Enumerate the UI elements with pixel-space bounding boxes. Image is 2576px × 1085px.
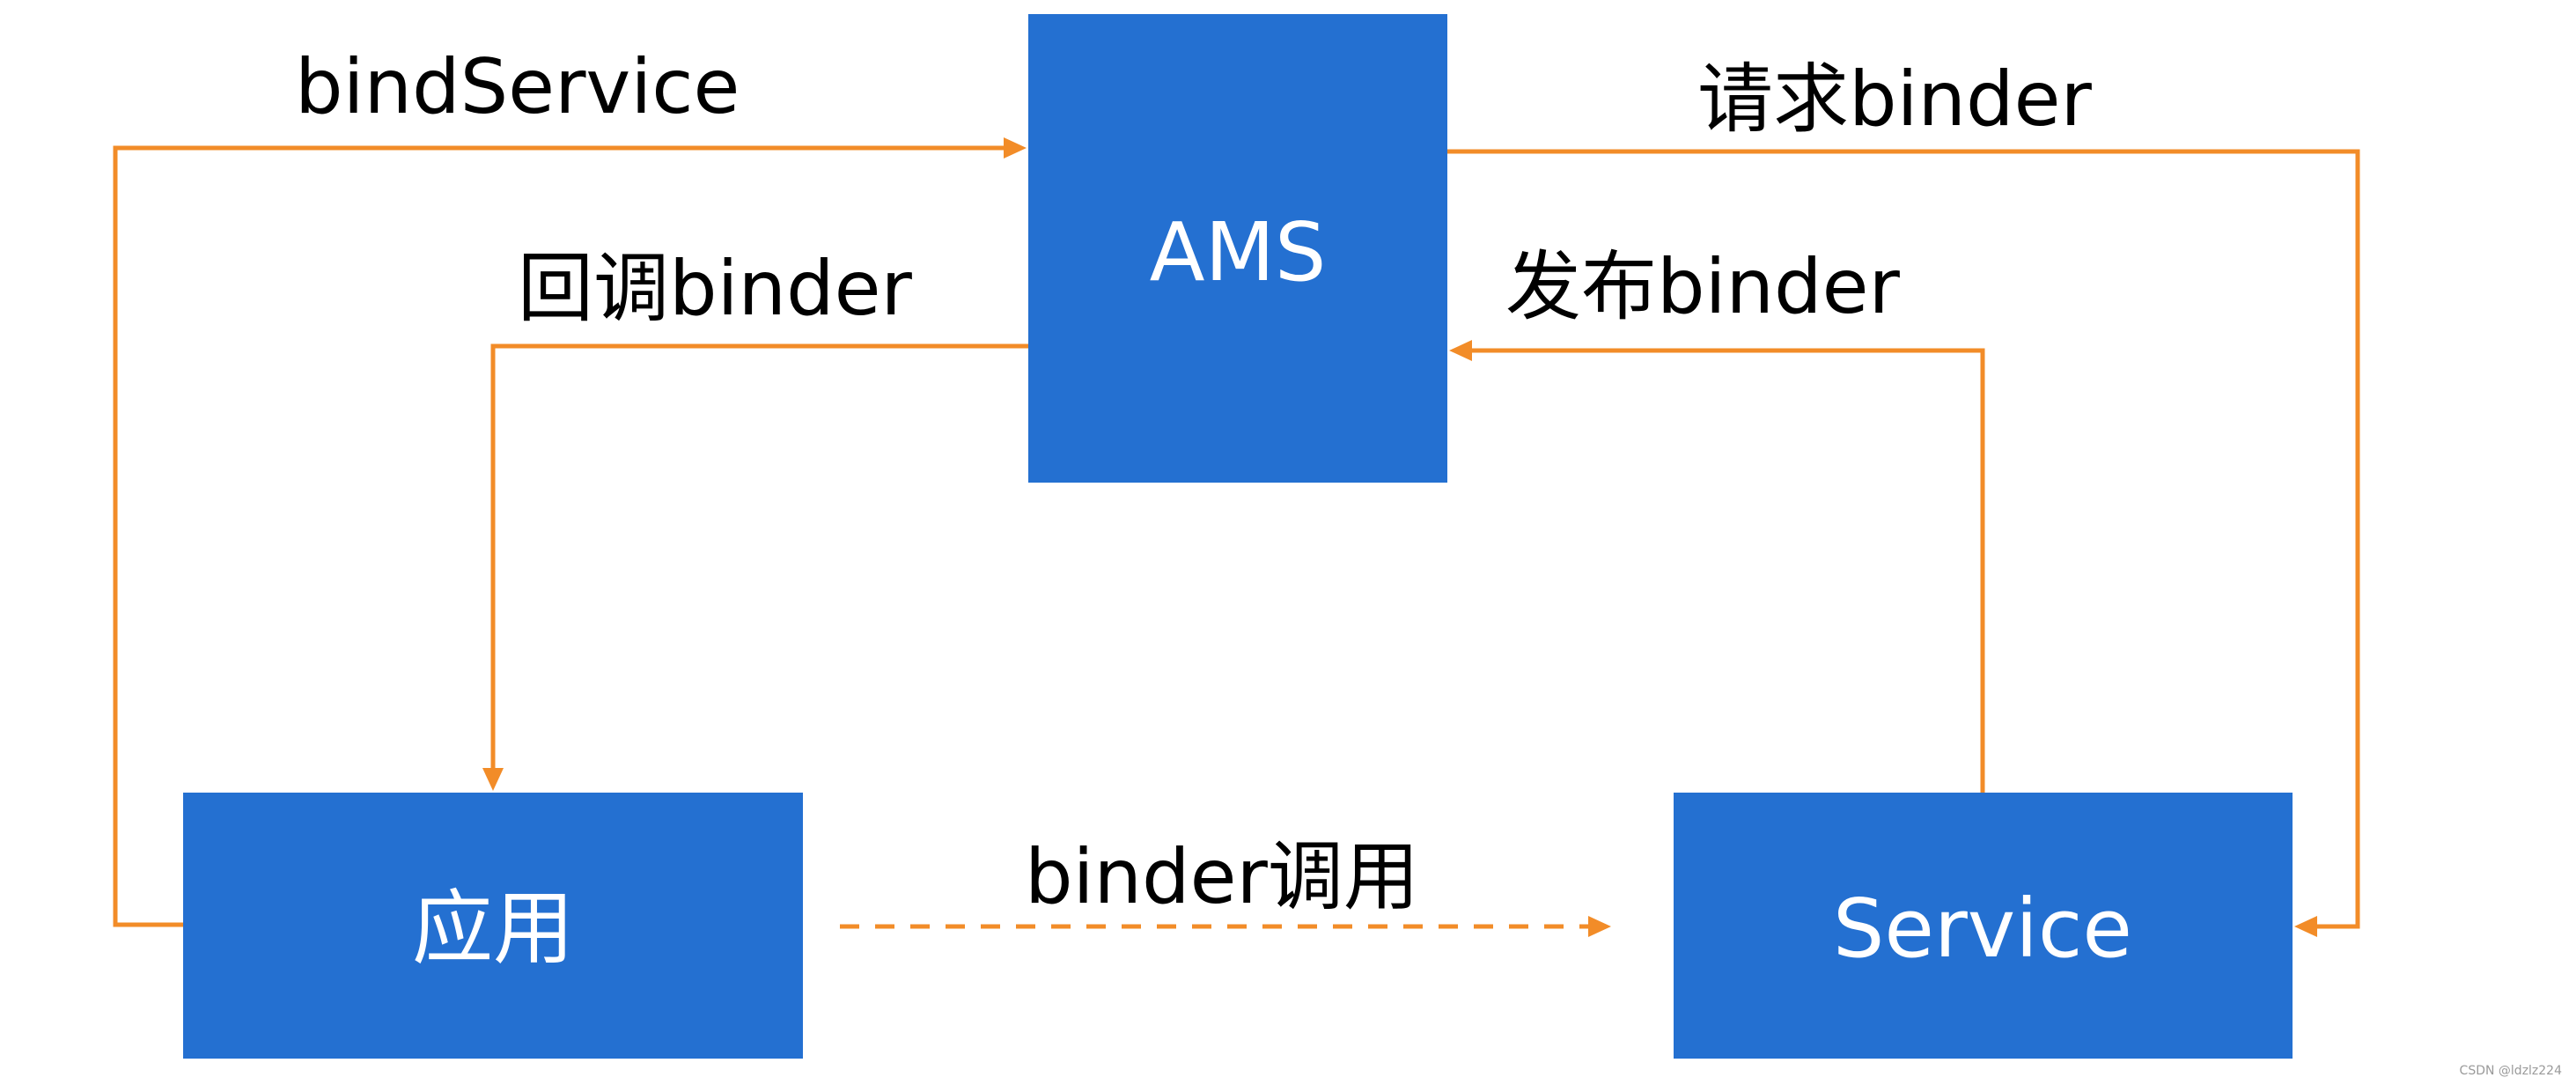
request-binder-label: 请求binder xyxy=(1697,55,2092,144)
callback-binder-label: 回调binder xyxy=(518,245,912,333)
app-label: 应用 xyxy=(412,882,574,976)
binder-call-arrowhead xyxy=(1588,916,1611,937)
watermark: CSDN @ldzlz224 xyxy=(2460,1064,2563,1078)
publish-binder-arrowhead xyxy=(1449,340,1472,361)
app-box xyxy=(183,793,803,1059)
callback-binder-arrow xyxy=(490,343,1028,773)
publish-binder-arrow xyxy=(1467,348,1985,793)
ams-label: AMS xyxy=(1150,205,1327,299)
request-binder-arrowhead xyxy=(2294,916,2317,937)
request-binder-arrow xyxy=(1447,149,2360,929)
ams-box xyxy=(1028,14,1447,483)
service-box xyxy=(1674,793,2293,1059)
binder-call-label: binder调用 xyxy=(1025,833,1419,921)
bind-service-arrowhead xyxy=(1004,137,1027,159)
service-label: Service xyxy=(1833,882,2132,976)
publish-binder-label: 发布binder xyxy=(1505,243,1900,331)
bind-service-label: bindService xyxy=(295,43,740,131)
callback-binder-arrowhead xyxy=(482,768,504,791)
bind-service-arrow xyxy=(113,145,1009,927)
